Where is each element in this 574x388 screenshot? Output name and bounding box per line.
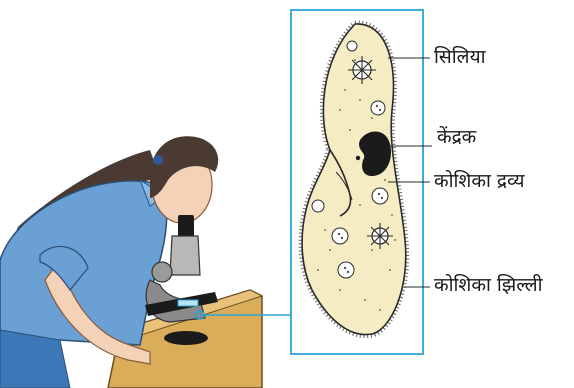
label-cell-membrane: कोशिका झिल्ली — [434, 276, 543, 295]
label-cilia: सिलिया — [434, 48, 486, 67]
student-with-microscope — [0, 136, 292, 388]
label-cytoplasm: कोशिका द्रव्य — [434, 172, 525, 191]
label-nucleus: केंद्रक — [437, 128, 476, 147]
contractile-vacuole-top — [348, 56, 376, 84]
